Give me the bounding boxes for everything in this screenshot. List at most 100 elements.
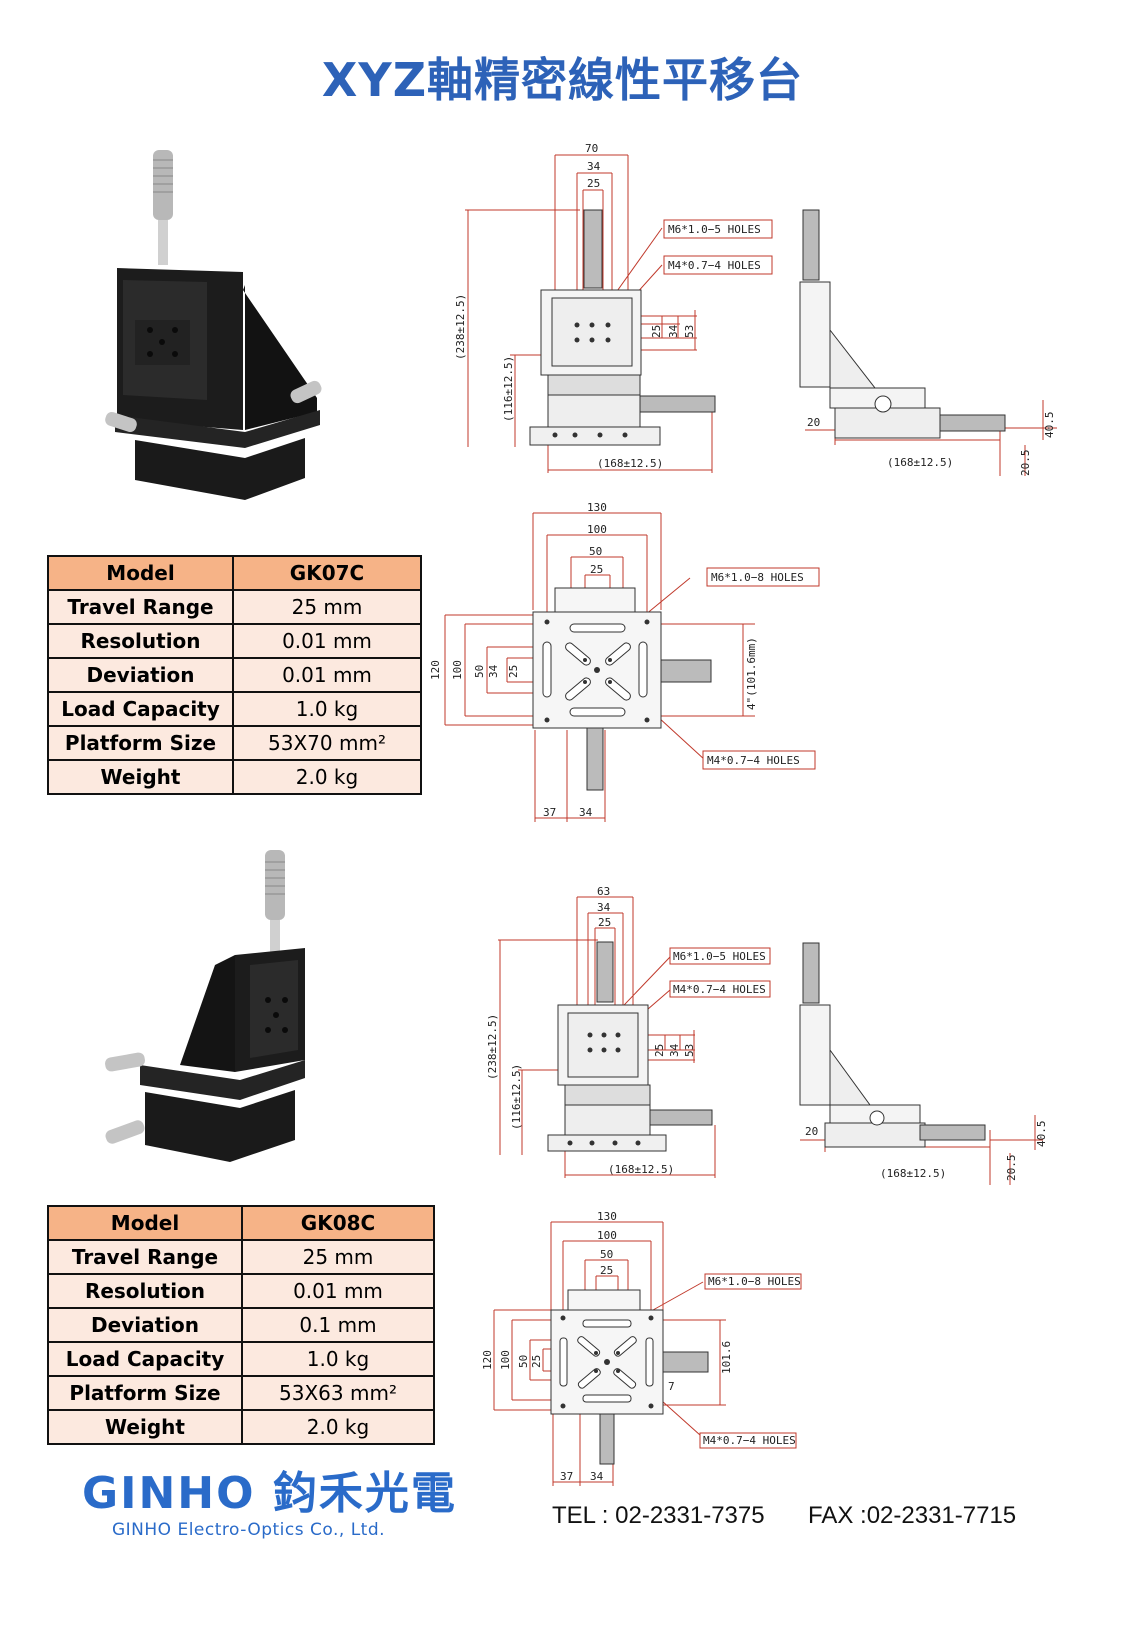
dim-label: 50 bbox=[473, 665, 486, 678]
dim-label: 25 bbox=[653, 1044, 666, 1057]
row-key: Platform Size bbox=[47, 1375, 243, 1411]
row-value: 53X70 mm² bbox=[232, 725, 422, 761]
table-header-row: Model GK07C bbox=[47, 555, 422, 591]
dim-label: 34 bbox=[597, 901, 611, 914]
dim-label: 37 bbox=[543, 806, 556, 819]
table-header-key: Model bbox=[47, 555, 234, 591]
row-value: 1.0 kg bbox=[241, 1341, 435, 1377]
dim-label: 7 bbox=[668, 1380, 675, 1393]
dim-label: 34 bbox=[667, 324, 680, 338]
dim-label: 70 bbox=[585, 142, 598, 155]
hole-label: M4*0.7−4 HOLES bbox=[668, 259, 761, 272]
side-view-drawing-gk08c: 20 40.5 20.5 (168±12.5) bbox=[799, 942, 1048, 1185]
row-value: 1.0 kg bbox=[232, 691, 422, 727]
dim-label: 34 bbox=[487, 664, 500, 678]
top-view-drawing-gk07c: 130 100 50 25 120 100 50 34 25 4"(101.6m… bbox=[429, 501, 820, 822]
hole-label: M6*1.0−8 HOLES bbox=[711, 571, 804, 584]
hole-label: M6*1.0−8 HOLES bbox=[708, 1275, 801, 1288]
row-key: Resolution bbox=[47, 623, 234, 659]
table-header-value: GK08C bbox=[241, 1205, 435, 1241]
row-value: 0.1 mm bbox=[241, 1307, 435, 1343]
table-header-key: Model bbox=[47, 1205, 243, 1241]
dim-label: (238±12.5) bbox=[454, 294, 467, 360]
dim-label: 50 bbox=[600, 1248, 613, 1261]
logo-chinese: 鈞禾光電 bbox=[272, 1468, 457, 1519]
dim-label: 34 bbox=[590, 1470, 604, 1483]
row-value: 0.01 mm bbox=[232, 657, 422, 693]
dim-label: 25 bbox=[600, 1264, 613, 1277]
row-key: Travel Range bbox=[47, 589, 234, 625]
dim-label: 100 bbox=[451, 660, 464, 680]
page-title: XYZ軸精密線性平移台 bbox=[321, 53, 804, 107]
logo-company-name: GINHO Electro-Optics Co., Ltd. bbox=[112, 1520, 386, 1540]
row-key: Deviation bbox=[47, 1307, 243, 1343]
dim-label: 40.5 bbox=[1043, 412, 1056, 439]
dim-label: 120 bbox=[481, 1350, 494, 1370]
dim-label: (116±12.5) bbox=[510, 1064, 523, 1130]
dim-label: 100 bbox=[597, 1229, 617, 1242]
dim-label: (238±12.5) bbox=[486, 1014, 499, 1080]
hole-label: M6*1.0−5 HOLES bbox=[668, 223, 761, 236]
front-view-drawing-gk08c: 63 34 25 25 34 53 (238±12.5) (116±12.5) … bbox=[486, 885, 771, 1178]
table-header-value: GK07C bbox=[232, 555, 422, 591]
product-photo-gk07c bbox=[105, 150, 322, 500]
dim-label: 34 bbox=[668, 1043, 681, 1057]
hole-label: M4*0.7−4 HOLES bbox=[703, 1434, 796, 1447]
dim-label: 50 bbox=[517, 1355, 530, 1368]
hole-label: M6*1.0−5 HOLES bbox=[673, 950, 766, 963]
dim-label: 53 bbox=[683, 325, 696, 338]
dim-label: 130 bbox=[587, 501, 607, 514]
dim-label: 25 bbox=[590, 563, 603, 576]
contact-fax: FAX :02-2331-7715 bbox=[808, 1502, 1017, 1529]
dim-label: 100 bbox=[587, 523, 607, 536]
row-value: 2.0 kg bbox=[232, 759, 422, 795]
dim-label: 4"(101.6mm) bbox=[745, 637, 758, 710]
front-view-drawing-gk07c: 70 34 25 25 34 53 (238±12.5) (116±12.5) … bbox=[454, 142, 773, 473]
dim-label: (168±12.5) bbox=[597, 457, 663, 470]
row-value: 0.01 mm bbox=[241, 1273, 435, 1309]
dim-label: (116±12.5) bbox=[502, 356, 515, 422]
dim-label: (168±12.5) bbox=[608, 1163, 674, 1176]
top-view-drawing-gk08c: 130 100 50 25 120 100 50 25 101.6 7 37 3… bbox=[481, 1210, 802, 1486]
product-photo-gk08c bbox=[105, 850, 305, 1162]
row-value: 25 mm bbox=[241, 1239, 435, 1275]
contact-tel: TEL : 02-2331-7375 bbox=[552, 1502, 765, 1529]
dim-label: 20 bbox=[807, 416, 820, 429]
row-key: Weight bbox=[47, 759, 234, 795]
dim-label: 101.6 bbox=[720, 1341, 733, 1374]
dim-label: 37 bbox=[560, 1470, 573, 1483]
dim-label: 20.5 bbox=[1019, 450, 1032, 477]
dim-label: 34 bbox=[579, 806, 593, 819]
row-key: Load Capacity bbox=[47, 691, 234, 727]
dim-label: 25 bbox=[530, 1355, 543, 1368]
dim-label: (168±12.5) bbox=[887, 456, 953, 469]
dim-label: 20 bbox=[805, 1125, 818, 1138]
hole-label: M4*0.7−4 HOLES bbox=[707, 754, 800, 767]
row-key: Resolution bbox=[47, 1273, 243, 1309]
dim-label: 50 bbox=[589, 545, 602, 558]
logo-brand: GINHO bbox=[82, 1468, 256, 1519]
side-view-drawing-gk07c: 20 40.5 20.5 (168±12.5) bbox=[799, 209, 1057, 477]
dim-label: 100 bbox=[499, 1350, 512, 1370]
row-value: 25 mm bbox=[232, 589, 422, 625]
dim-label: 63 bbox=[597, 885, 610, 898]
dim-label: (168±12.5) bbox=[880, 1167, 946, 1180]
company-logo: GINHO 鈞禾光電 GINHO Electro-Optics Co., Ltd… bbox=[82, 1468, 457, 1541]
dim-label: 120 bbox=[429, 660, 442, 680]
row-value: 53X63 mm² bbox=[241, 1375, 435, 1411]
dim-label: 25 bbox=[587, 177, 600, 190]
row-value: 0.01 mm bbox=[232, 623, 422, 659]
dim-label: 40.5 bbox=[1035, 1121, 1048, 1148]
dim-label: 34 bbox=[587, 160, 601, 173]
table-header-row: Model GK08C bbox=[47, 1205, 435, 1241]
row-value: 2.0 kg bbox=[241, 1409, 435, 1445]
